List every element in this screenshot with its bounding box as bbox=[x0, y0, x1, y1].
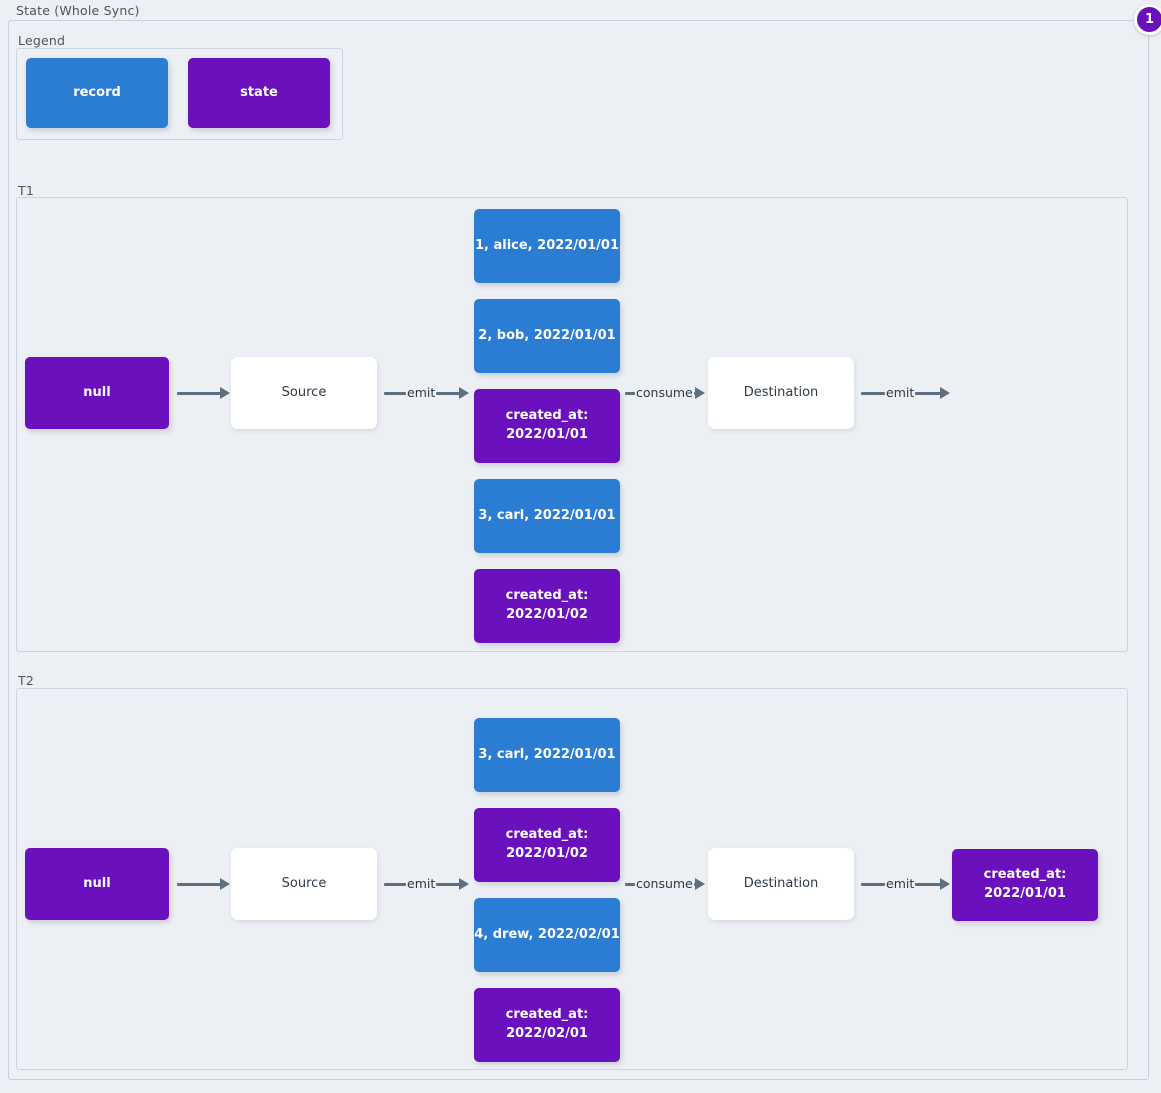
t2-message-3: created_at: 2022/02/01 bbox=[474, 988, 620, 1062]
t1-edge-consume: consume bbox=[625, 384, 705, 402]
diagram-title: State (Whole Sync) bbox=[16, 3, 140, 18]
t1-initial-state: null bbox=[25, 357, 169, 429]
t1-destination-node: Destination bbox=[708, 357, 854, 429]
t2-source-node: Source bbox=[231, 848, 377, 920]
t1-message-1: 2, bob, 2022/01/01 bbox=[474, 299, 620, 373]
legend-item-state: state bbox=[188, 58, 330, 128]
t1-message-4: created_at: 2022/01/02 bbox=[474, 569, 620, 643]
legend-item-record: record bbox=[26, 58, 168, 128]
t2-message-2: 4, drew, 2022/02/01 bbox=[474, 898, 620, 972]
section-label-t1: T1 bbox=[18, 183, 34, 198]
t2-edge-consume: consume bbox=[625, 875, 705, 893]
step-badge[interactable]: 1 bbox=[1134, 4, 1161, 35]
t2-edge-emit-source-label: emit bbox=[407, 875, 436, 891]
t1-message-2: created_at: 2022/01/01 bbox=[474, 389, 620, 463]
t2-initial-state: null bbox=[25, 848, 169, 920]
t2-edge-consume-label: consume bbox=[636, 875, 693, 891]
t2-edge-init-to-source bbox=[177, 875, 230, 893]
t1-edge-emit-source: emit bbox=[384, 384, 470, 402]
t2-final-state: created_at: 2022/01/01 bbox=[952, 849, 1098, 921]
t1-edge-init-to-source bbox=[177, 384, 230, 402]
t1-message-3: 3, carl, 2022/01/01 bbox=[474, 479, 620, 553]
t2-edge-emit-destination-label: emit bbox=[886, 875, 915, 891]
t2-message-1: created_at: 2022/01/02 bbox=[474, 808, 620, 882]
t2-edge-emit-destination: emit bbox=[861, 875, 951, 893]
t1-edge-emit-destination: emit bbox=[861, 384, 951, 402]
t1-edge-consume-label: consume bbox=[636, 384, 693, 400]
legend-label: Legend bbox=[18, 33, 66, 48]
t1-source-node: Source bbox=[231, 357, 377, 429]
t2-destination-node: Destination bbox=[708, 848, 854, 920]
t2-edge-emit-source: emit bbox=[384, 875, 470, 893]
t1-edge-emit-source-label: emit bbox=[407, 384, 436, 400]
t1-edge-emit-destination-label: emit bbox=[886, 384, 915, 400]
t1-message-0: 1, alice, 2022/01/01 bbox=[474, 209, 620, 283]
t2-message-0: 3, carl, 2022/01/01 bbox=[474, 718, 620, 792]
section-label-t2: T2 bbox=[18, 673, 34, 688]
